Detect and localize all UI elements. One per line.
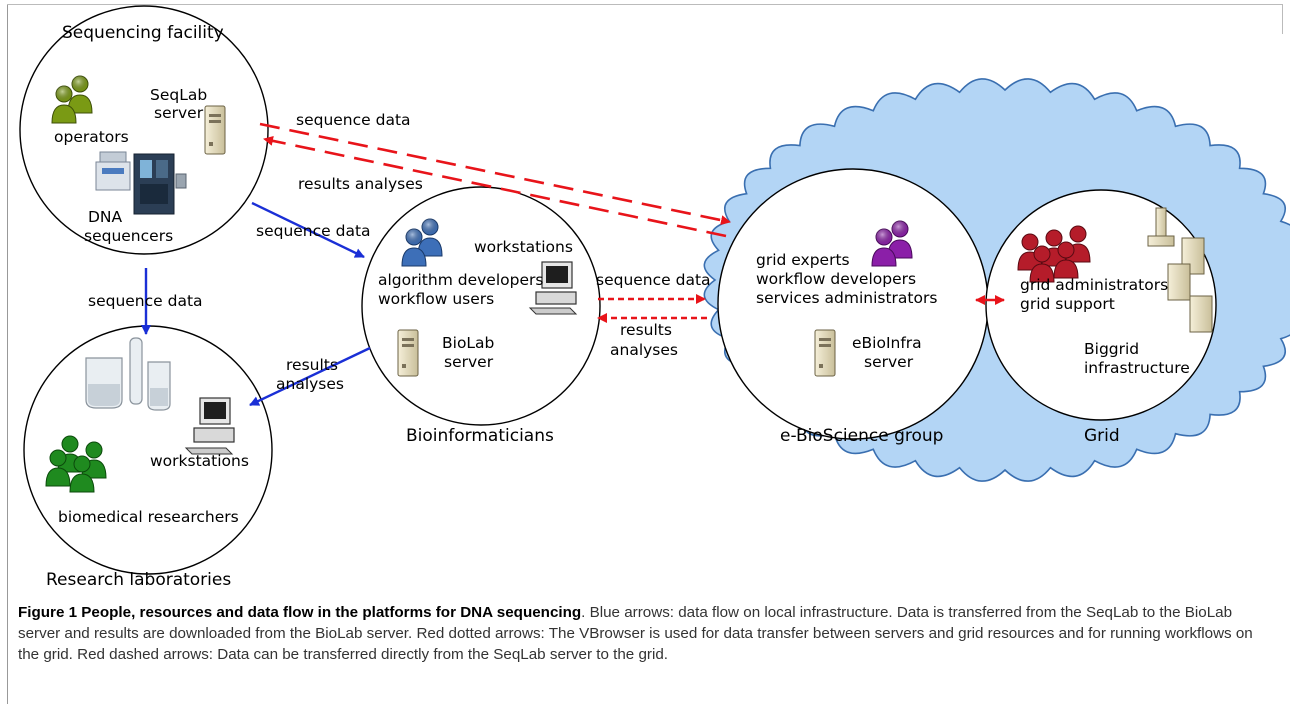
grid-to-seqlab-arrow [263,135,727,238]
figure-frame-right [1282,4,1283,34]
figure-caption: Figure 1 People, resources and data flow… [18,602,1268,665]
bioinformaticians-people-icon [401,218,443,267]
sequencing-facility-circle [19,5,269,255]
edge-label-facility-to-labs: sequence data [88,292,203,310]
edge-label-bioinf-to-labs-line1: results [286,356,338,374]
facility-to-bioinf-arrow [251,201,365,259]
bioinf-role-algorithm-developers: algorithm developers [378,271,543,289]
research-laboratories-title: Research laboratories [46,570,231,590]
biggrid-label-line1: Biggrid [1084,340,1139,358]
operators-people-icon [51,75,93,124]
edge-label-bioinf-to-labs-line2: analyses [276,375,344,393]
ebioscience-people-icon [871,220,913,267]
dna-sequencers-icon [95,151,187,215]
grid-servers-icon [1147,207,1213,333]
figure-frame-top [7,4,1283,5]
labs-workstation-icon [184,397,235,455]
ebioscience-group-title: e-BioScience group [780,426,943,446]
researchers-people-icon [45,435,107,493]
dna-sequencers-label-line2: sequencers [84,227,173,245]
bioinf-workstation-icon [528,261,578,315]
grid-role-support: grid support [1020,295,1115,313]
bioinf-workstations-label: workstations [474,238,573,256]
ebioinfra-label-line1: eBioInfra [852,334,922,352]
edge-label-facility-to-bioinf: sequence data [256,222,371,240]
dna-sequencers-label-line1: DNA [88,208,123,226]
labs-workstations-label: workstations [150,452,249,470]
biomedical-researchers-label: biomedical researchers [58,508,239,526]
edge-label-ebio-to-bioinf-line2: analyses [610,341,678,359]
ebio-role-grid-experts: grid experts [756,251,850,269]
grid-title: Grid [1084,426,1120,446]
bioinf-role-workflow-users: workflow users [378,290,494,308]
caption-title: Figure 1 People, resources and data flow… [18,604,582,621]
edge-label-seqlab-to-grid: sequence data [296,111,411,129]
ebioinfra-server-icon [814,329,836,377]
operators-label: operators [54,128,129,146]
ebio-role-services-administrators: services administrators [756,289,937,307]
bioinf-to-labs-arrow [249,346,371,407]
caption-text: . Blue arrows: data flow on local infras… [18,604,1253,663]
sequencing-facility-title: Sequencing facility [62,23,224,43]
lab-glassware-icon [85,337,171,411]
ebioinfra-label-line2: server [864,353,914,371]
seqlab-label-line2: server [154,104,204,122]
seqlab-label-line1: SeqLab [150,86,207,104]
ebio-role-workflow-developers: workflow developers [756,270,916,288]
bioinformaticians-title: Bioinformaticians [406,426,554,446]
edge-label-bioinf-to-ebio: sequence data [596,271,711,289]
biggrid-label-line2: infrastructure [1084,359,1190,377]
edge-label-grid-to-seqlab: results analyses [298,175,423,193]
biolab-server-icon [397,329,419,377]
edge-label-ebio-to-bioinf-line1: results [620,321,672,339]
biolab-label-line2: server [444,353,494,371]
biolab-label-line1: BioLab [442,334,494,352]
diagram-canvas: Sequencing facility operators SeqLab ser… [19,5,1290,590]
figure-frame-left [7,4,8,704]
grid-people-icon [1017,225,1091,283]
grid-role-administrators: grid administrators [1020,276,1168,294]
seqlab-server-icon [204,105,226,155]
seqlab-to-grid-arrow [259,122,731,226]
